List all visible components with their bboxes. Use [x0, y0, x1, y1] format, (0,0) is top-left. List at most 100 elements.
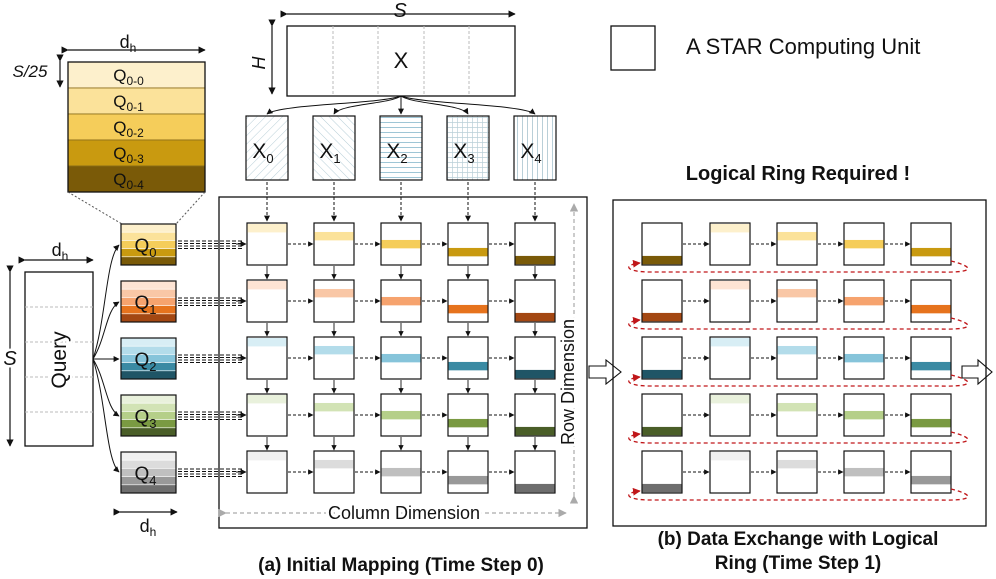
h-dimension: H — [249, 19, 276, 95]
s-top-dimension: S — [280, 0, 516, 22]
query-block: dh S Query — [1, 240, 120, 473]
svg-text:X3: X3 — [453, 140, 474, 166]
panel-b-grid — [628, 222, 969, 501]
q0-detail-row-3: Q0-3 — [67, 139, 206, 167]
x-part-4: X4 — [513, 115, 557, 181]
svg-text:X0: X0 — [252, 140, 273, 166]
unit-a-r1-c3 — [447, 279, 489, 323]
q0-detail-row-2: Q0-2 — [67, 113, 206, 141]
unit-b-r0-c1 — [709, 222, 751, 266]
unit-a-r0-c4 — [514, 222, 556, 266]
column-dimension-label: Column Dimension — [328, 503, 480, 523]
unit-a-r3-c2 — [380, 393, 422, 437]
q-block-3: Q3 — [120, 394, 177, 437]
svg-text:Q4: Q4 — [134, 464, 156, 488]
unit-b-r2-c3 — [843, 336, 885, 380]
unit-b-r0-c3 — [843, 222, 885, 266]
unit-a-r4-c1 — [313, 450, 355, 494]
unit-b-r2-c2 — [776, 336, 818, 380]
logical-ring-row-1 — [628, 316, 969, 330]
unit-b-r4-c2 — [776, 450, 818, 494]
panel-b-caption-line1: (b) Data Exchange with Logical — [658, 529, 939, 550]
query-label: Query — [48, 331, 71, 389]
unit-a-r3-c1 — [313, 393, 355, 437]
unit-a-r4-c2 — [380, 450, 422, 494]
unit-a-r0-c2 — [380, 222, 422, 266]
x-part-2: X2 — [379, 115, 423, 181]
svg-text:Q0-4: Q0-4 — [113, 170, 144, 192]
unit-b-r1-c3 — [843, 279, 885, 323]
logical-ring-title: Logical Ring Required ! — [686, 163, 910, 185]
unit-b-r3-c3 — [843, 393, 885, 437]
unit-a-r4-c4 — [514, 450, 556, 494]
dh-bottom-label: dh — [140, 516, 157, 539]
q-block-4: Q4 — [120, 451, 177, 494]
unit-a-r1-c4 — [514, 279, 556, 323]
unit-a-r2-c2 — [380, 336, 422, 380]
unit-a-r0-c0 — [246, 222, 288, 266]
dh-top-label: dh — [120, 32, 137, 55]
q0-detail: dh S/25 Q0-0Q0-1Q0-2Q0-3Q0-4 — [13, 32, 206, 225]
unit-a-r1-c1 — [313, 279, 355, 323]
logical-ring-row-0 — [628, 259, 969, 273]
q-block-2: Q2 — [120, 337, 177, 380]
unit-a-r1-c0 — [246, 279, 288, 323]
svg-text:X1: X1 — [319, 140, 340, 166]
q0-detail-stack: Q0-0Q0-1Q0-2Q0-3Q0-4 — [67, 61, 206, 193]
panel-a-caption: (a) Initial Mapping (Time Step 0) — [258, 555, 544, 576]
unit-b-r1-c4 — [910, 279, 952, 323]
svg-text:Q0-1: Q0-1 — [113, 92, 144, 114]
x-part-3: X3 — [446, 115, 490, 181]
panel-a-frame — [218, 196, 588, 529]
unit-b-r4-c1 — [709, 450, 751, 494]
logical-ring-row-2 — [628, 373, 969, 387]
q0-detail-row-4: Q0-4 — [67, 165, 206, 193]
unit-a-r4-c0 — [246, 450, 288, 494]
q0-detail-row-1: Q0-1 — [67, 87, 206, 115]
svg-text:Q1: Q1 — [134, 293, 156, 317]
legend-unit-box — [610, 25, 656, 71]
unit-b-r3-c0 — [641, 393, 683, 437]
svg-text:Q0-3: Q0-3 — [113, 144, 144, 166]
unit-b-r2-c1 — [709, 336, 751, 380]
unit-b-r2-c0 — [641, 336, 683, 380]
transition-arrow-a-b — [588, 358, 622, 386]
s-left-label: S — [3, 348, 17, 370]
svg-text:Q0-0: Q0-0 — [113, 66, 144, 88]
transition-arrow-b-next — [961, 358, 993, 386]
panel-b-frame — [612, 199, 987, 527]
unit-b-r3-c4 — [910, 393, 952, 437]
s-top-label: S — [393, 0, 407, 22]
x-part-0: X0 — [245, 115, 289, 181]
unit-a-r3-c0 — [246, 393, 288, 437]
h-label: H — [249, 56, 269, 70]
q0-detail-row-0: Q0-0 — [67, 61, 206, 89]
unit-b-r0-c4 — [910, 222, 952, 266]
panel-b-caption-line2: Ring (Time Step 1) — [715, 553, 881, 574]
x-split-arrows — [266, 95, 536, 115]
q-block-1: Q1 — [120, 280, 177, 323]
unit-a-r4-c3 — [447, 450, 489, 494]
dh-query-label: dh — [52, 240, 69, 263]
x-part-blocks: X0 X1 X2 X3 X4 — [245, 115, 557, 181]
panel-a-grid — [178, 182, 556, 494]
svg-text:Q3: Q3 — [134, 407, 156, 431]
unit-b-r2-c4 — [910, 336, 952, 380]
unit-a-r0-c3 — [447, 222, 489, 266]
dh-bottom-dimension: dh — [113, 508, 178, 539]
unit-b-r3-c1 — [709, 393, 751, 437]
panel-a: Row Dimension Column Dimension (a) Initi… — [178, 182, 588, 576]
svg-text:X4: X4 — [520, 140, 541, 166]
logical-ring-row-3 — [628, 430, 969, 444]
unit-a-r0-c1 — [313, 222, 355, 266]
unit-b-r0-c2 — [776, 222, 818, 266]
unit-a-r2-c3 — [447, 336, 489, 380]
unit-a-r2-c0 — [246, 336, 288, 380]
unit-b-r4-c0 — [641, 450, 683, 494]
unit-b-r0-c0 — [641, 222, 683, 266]
svg-text:Q0: Q0 — [134, 236, 156, 260]
unit-b-r1-c1 — [709, 279, 751, 323]
unit-a-r3-c3 — [447, 393, 489, 437]
